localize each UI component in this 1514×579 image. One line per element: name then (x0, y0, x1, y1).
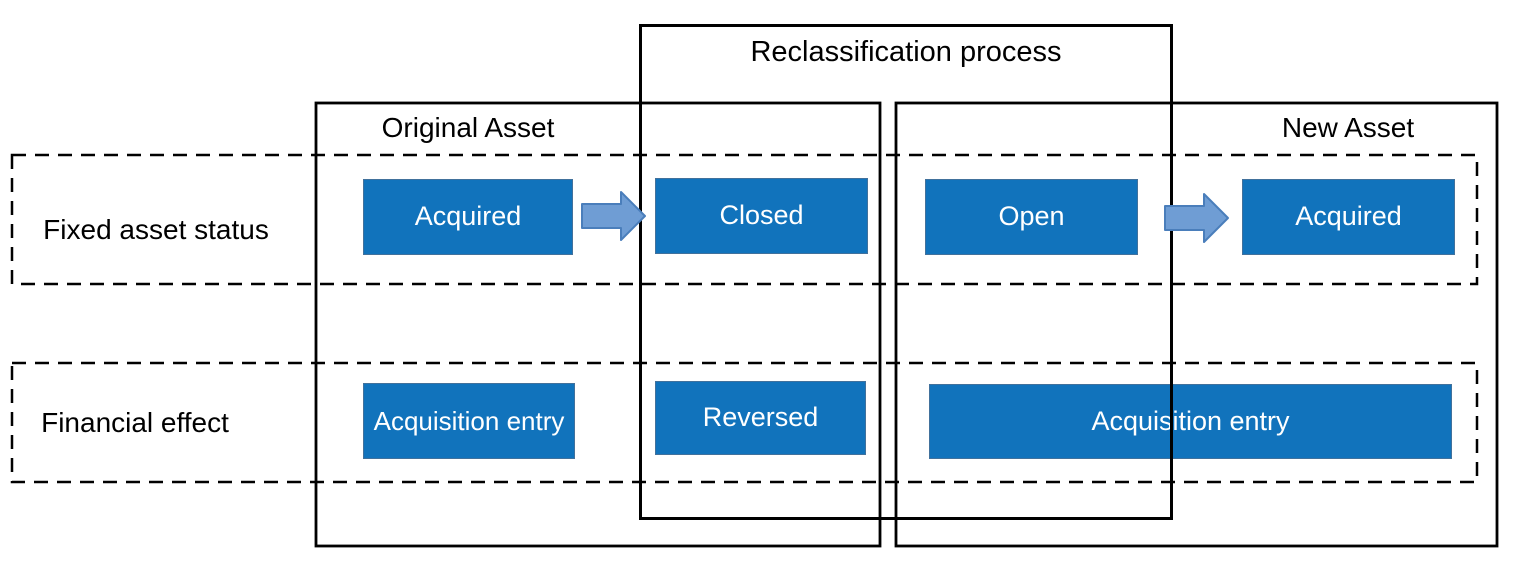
node-status-open: Open (925, 179, 1138, 255)
new-asset-box-outline (894, 101, 1499, 548)
node-financial-acquisition-entry-new: Acquisition entry (929, 384, 1452, 459)
reclassification-process-title: Reclassification process (750, 36, 1062, 68)
node-status-closed: Closed (655, 178, 868, 254)
node-financial-reversed: Reversed (655, 381, 866, 455)
financial-effect-band-outline (10, 361, 1479, 484)
original-asset-box-outline (314, 101, 882, 548)
node-financial-acquisition-entry-original: Acquisition entry (363, 383, 575, 459)
right-arrow-icon (1164, 193, 1229, 243)
row-label-financial-effect: Financial effect (41, 407, 229, 438)
node-status-acquired-new: Acquired (1242, 179, 1455, 255)
column-header-original-asset: Original Asset (381, 112, 555, 143)
column-header-new-asset: New Asset (1281, 112, 1415, 143)
reclassification-process-box-outline (639, 24, 1173, 520)
right-arrow-icon (581, 191, 646, 241)
fixed-asset-status-band-outline (10, 153, 1479, 286)
row-label-fixed-asset-status: Fixed asset status (43, 214, 269, 245)
node-status-acquired-original: Acquired (363, 179, 573, 255)
